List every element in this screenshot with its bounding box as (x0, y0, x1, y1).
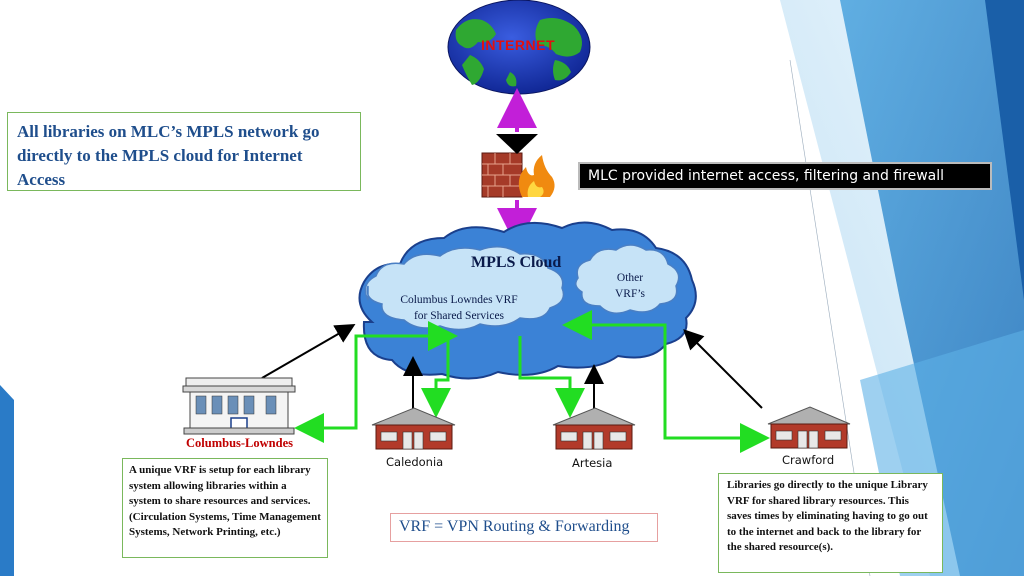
internet-globe-icon (447, 0, 591, 95)
mlc-internet-callout: MLC provided internet access, filtering … (578, 162, 992, 190)
intro-text-box: All libraries on MLC’s MPLS network go d… (7, 112, 361, 191)
crawford-to-cloud-arrow (683, 329, 763, 409)
columbus-to-cloud-arrow (261, 323, 356, 379)
shared-vrf-line1: Columbus Lowndes VRF (400, 294, 518, 306)
other-vrf-label: Other VRF’s (600, 270, 660, 302)
vrf-explanation-note: A unique VRF is setup for each library s… (122, 458, 328, 558)
shared-vrf-label: Columbus Lowndes VRF for Shared Services (384, 292, 534, 324)
artesia-building-icon (552, 407, 636, 450)
caledonia-label: Caledonia (386, 455, 444, 469)
vrf-definition-box: VRF = VPN Routing & Forwarding (390, 513, 658, 542)
caledonia-building-icon (371, 407, 456, 450)
other-vrf-line1: Other (616, 272, 644, 284)
artesia-label: Artesia (572, 456, 613, 470)
mpls-cloud-title: MPLS Cloud (471, 254, 562, 271)
shared-vrf-links (294, 310, 770, 453)
columbus-lowndes-label: Columbus-Lowndes (186, 436, 293, 450)
columbus-lowndes-building-icon (182, 377, 296, 435)
firewall-icon (481, 134, 555, 198)
library-direct-note: Libraries go directly to the unique Libr… (718, 473, 943, 573)
shared-vrf-line2: for Shared Services (413, 310, 505, 322)
crawford-label: Crawford (782, 453, 835, 467)
internet-label: INTERNET (481, 37, 555, 53)
crawford-building-icon (767, 406, 851, 449)
other-vrf-line2: VRF’s (614, 288, 646, 300)
